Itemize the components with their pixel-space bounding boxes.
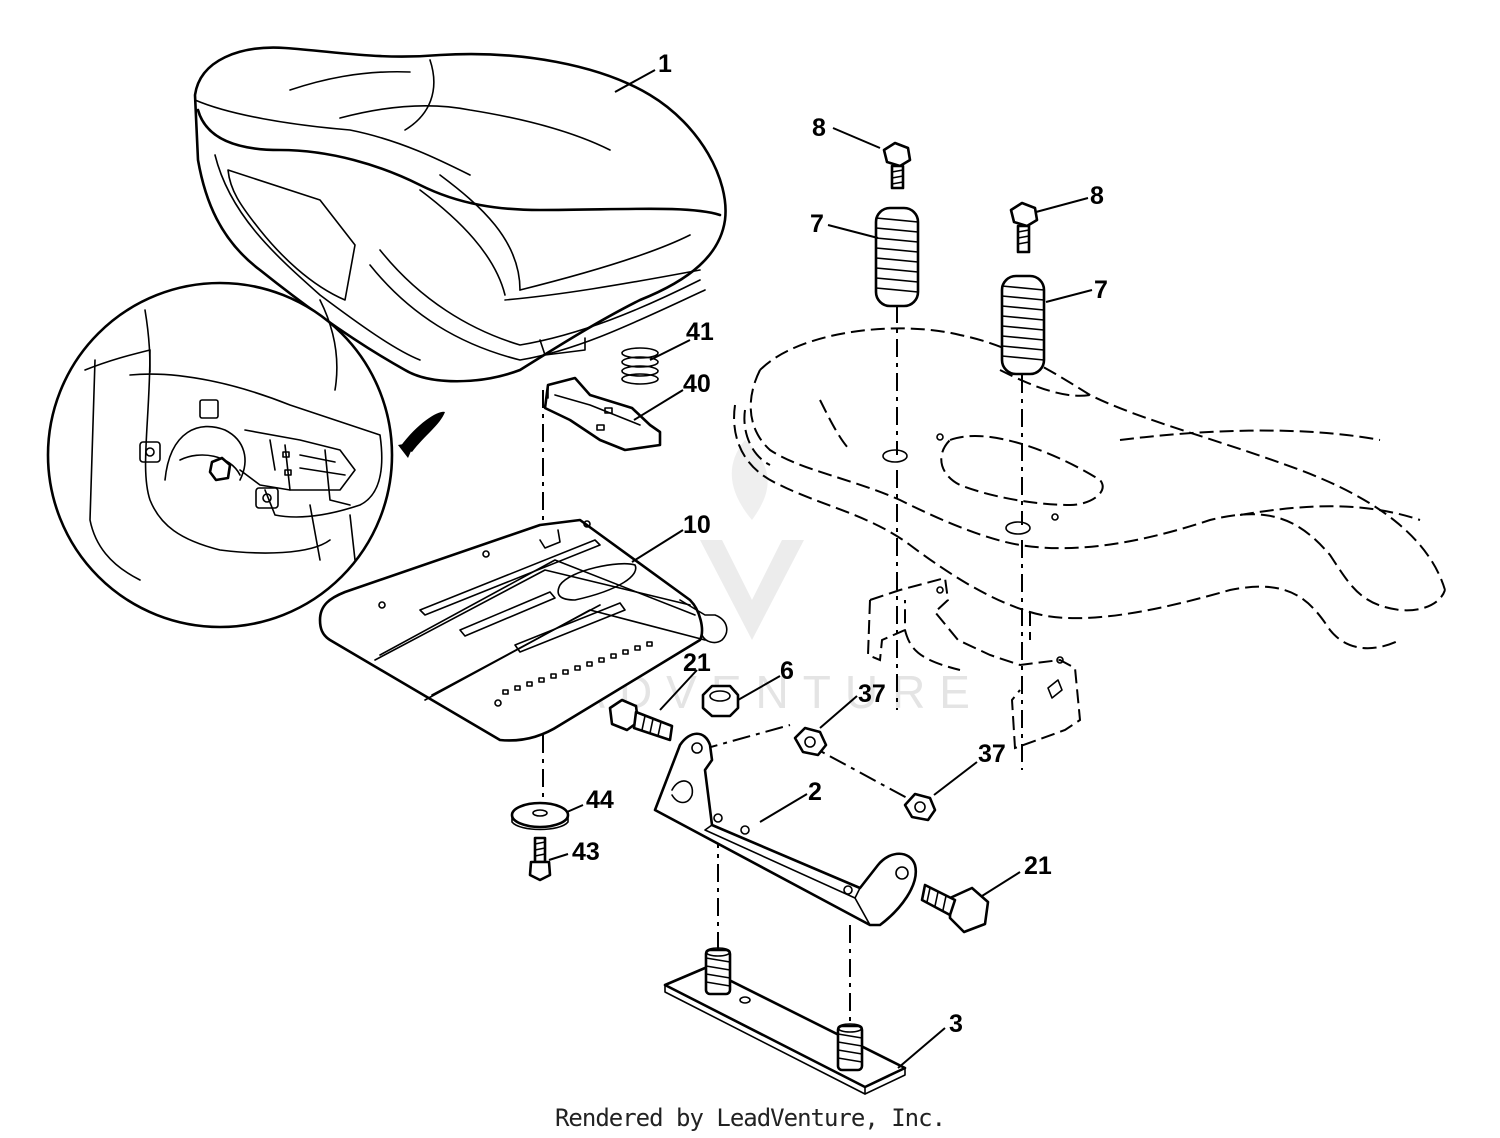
nut-37-upper [793, 726, 828, 757]
callout-6: 6 [780, 657, 794, 685]
callout-41: 41 [686, 318, 714, 346]
seat [193, 46, 727, 383]
leader-lines [548, 69, 1093, 1069]
spring-7-right [1000, 274, 1046, 376]
callout-8-left: 8 [812, 114, 826, 142]
seat-pan-adjust-slots [502, 641, 653, 695]
callout-21-left: 21 [683, 649, 711, 677]
callout-21-right: 21 [1024, 852, 1052, 880]
bolt-8-right [1009, 201, 1039, 254]
spring-7-left [874, 206, 920, 308]
tractor-frame-outline [733, 327, 1446, 750]
callout-1: 1 [658, 50, 672, 78]
callout-7-left: 7 [810, 210, 824, 238]
bolt-43 [528, 836, 552, 882]
nut-37-lower [903, 792, 937, 822]
callout-7-right: 7 [1094, 276, 1108, 304]
detail-inset [46, 281, 445, 629]
callout-40: 40 [683, 370, 711, 398]
bolt-21-left [608, 698, 674, 742]
seat-pan-10 [318, 518, 728, 742]
callout-labels: 1 8 8 7 7 41 40 10 21 6 37 37 2 44 43 21… [572, 50, 1108, 1038]
mounting-plate-3 [663, 947, 907, 1095]
nut-6 [701, 684, 740, 718]
callout-37-lower: 37 [978, 740, 1006, 768]
callout-10: 10 [683, 511, 711, 539]
bolt-21-right [920, 883, 990, 934]
seat-bracket-2 [653, 732, 918, 927]
callout-2: 2 [808, 778, 822, 806]
callout-44: 44 [586, 786, 614, 814]
spring-41 [621, 347, 659, 385]
washer-44 [510, 801, 570, 831]
switch-bracket-40 [543, 376, 662, 452]
bolt-8-left [882, 141, 912, 190]
callout-37-upper: 37 [858, 680, 886, 708]
callout-3: 3 [949, 1010, 963, 1038]
callout-8-right: 8 [1090, 182, 1104, 210]
assembly-lines [542, 305, 1023, 1030]
callout-43: 43 [572, 838, 600, 866]
footer-credit: Rendered by LeadVenture, Inc. [554, 1104, 946, 1132]
